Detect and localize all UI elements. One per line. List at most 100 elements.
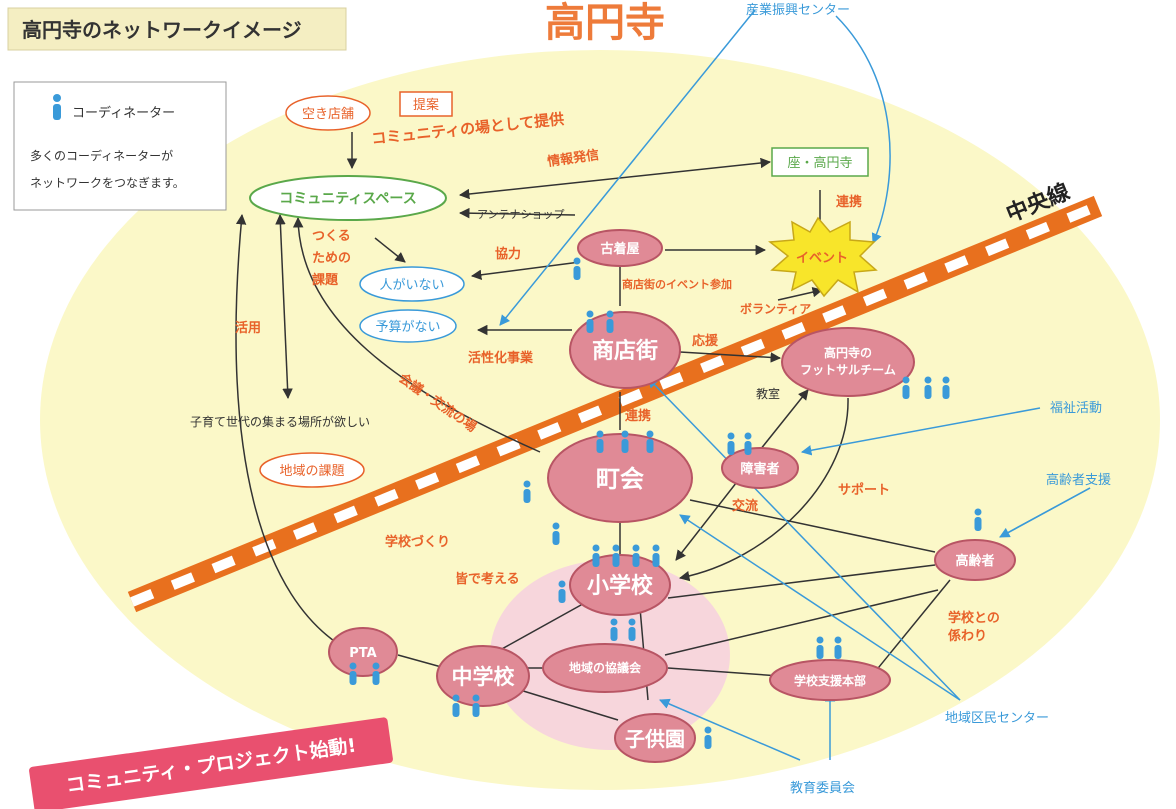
person-icon xyxy=(349,662,357,685)
label-kasseika: 活性化事業 xyxy=(468,350,534,366)
person-icon xyxy=(523,480,531,503)
page-title: 高円寺のネットワークイメージ xyxy=(22,18,302,42)
external-sangyo: 産業振興センター xyxy=(746,2,850,18)
person-icon xyxy=(621,430,629,453)
label-oen: 応援 xyxy=(692,333,719,349)
node-community-space xyxy=(249,175,447,221)
person-icon xyxy=(612,544,620,567)
person-icon xyxy=(606,310,614,333)
person-icon xyxy=(452,694,460,717)
legend-box: コーディネーター 多くのコーディネーターが ネットワークをつなぎます。 xyxy=(13,81,227,211)
coordinator-figures xyxy=(349,257,982,749)
node-kodomoen xyxy=(614,713,696,763)
person-icon xyxy=(704,726,712,749)
person-icon xyxy=(628,618,636,641)
node-shotengai-label: 商店街 xyxy=(592,338,658,364)
person-icon xyxy=(902,376,910,399)
external-kyoiku: 教育委員会 xyxy=(790,780,855,796)
node-community-space-label: コミュニティスペース xyxy=(279,191,416,207)
label-renkei-2: 連携 xyxy=(625,408,651,424)
node-teian-label: 提案 xyxy=(413,97,439,113)
node-hito xyxy=(359,266,465,302)
label-joho: 情報発信 xyxy=(546,147,600,170)
person-icon xyxy=(573,257,581,280)
label-katsuyo: 活用 xyxy=(235,320,261,336)
node-futsal xyxy=(781,327,915,397)
label-gakko-kakawari-2: 係わり xyxy=(948,628,987,644)
person-icon xyxy=(632,544,640,567)
label-tsukuru-1: つくる xyxy=(312,229,351,244)
label-mina: 皆で考える xyxy=(455,571,520,587)
person-icon xyxy=(592,544,600,567)
label-kyoryoku: 協力 xyxy=(495,246,521,262)
node-za xyxy=(771,147,869,177)
person-icon xyxy=(744,432,752,455)
node-furugiya-label: 古着屋 xyxy=(600,241,639,257)
person-icon xyxy=(816,636,824,659)
node-koreisha-label: 高齢者 xyxy=(955,553,994,569)
node-kodomoen-label: 子供園 xyxy=(625,727,685,751)
legend-desc-2: ネットワークをつなぎます。 xyxy=(30,176,185,190)
node-chugakko-label: 中学校 xyxy=(452,665,516,689)
label-koryu: 交流 xyxy=(732,498,758,514)
person-icon xyxy=(372,662,380,685)
node-furugiya xyxy=(577,229,663,267)
person-icon xyxy=(942,376,950,399)
node-shien xyxy=(769,659,891,701)
external-koreisha-shien: 高齢者支援 xyxy=(1046,472,1111,488)
person-icon xyxy=(974,508,982,531)
node-shogakko-label: 小学校 xyxy=(587,573,654,599)
node-shogakko xyxy=(569,554,671,616)
external-chiiki-kumin: 地域区民センター xyxy=(945,711,1049,726)
node-pta xyxy=(328,627,398,677)
person-icon xyxy=(552,522,560,545)
node-pta-label: PTA xyxy=(349,646,376,661)
node-shogaisha-label: 障害者 xyxy=(740,461,779,477)
chuo-line xyxy=(127,195,1103,613)
person-icon xyxy=(646,430,654,453)
node-chiiki-kadai xyxy=(259,452,365,488)
node-kyogikai xyxy=(542,643,668,693)
node-hito-label: 人がいない xyxy=(379,278,444,293)
node-akitenpo xyxy=(285,95,371,131)
legend-coordinator: コーディネーター xyxy=(72,105,175,121)
label-gakko-zukuri: 学校づくり xyxy=(385,534,450,550)
person-icon xyxy=(727,432,735,455)
node-koreisha xyxy=(934,539,1016,581)
node-shotengai xyxy=(569,311,681,389)
external-fukushi: 福祉活動 xyxy=(1050,401,1102,416)
node-event-label: イベント xyxy=(796,251,848,266)
person-icon xyxy=(586,310,594,333)
node-event xyxy=(768,216,878,298)
label-tsukuru-3: 課題 xyxy=(312,272,339,288)
label-shotengai-event: 商店街のイベント参加 xyxy=(622,277,732,291)
node-za-label: 座・高円寺 xyxy=(787,155,852,171)
node-yosan xyxy=(359,309,457,343)
node-futsal-label-1: 高円寺の xyxy=(824,345,872,360)
person-icon xyxy=(53,94,61,120)
person-icon xyxy=(596,430,604,453)
node-chokai-label: 町会 xyxy=(596,465,644,493)
person-icon xyxy=(610,618,618,641)
node-chugakko xyxy=(436,645,530,707)
label-kyoshitsu: 教室 xyxy=(756,386,780,401)
person-icon xyxy=(924,376,932,399)
person-icon xyxy=(472,694,480,717)
person-icon xyxy=(834,636,842,659)
label-volunteer: ボランティア xyxy=(740,301,811,316)
person-icon xyxy=(652,544,660,567)
project-banner: コミュニティ・プロジェクト始動! xyxy=(29,717,393,809)
person-icon xyxy=(558,580,566,603)
label-kosodate: 子育て世代の集まる場所が欲しい xyxy=(190,414,370,429)
node-futsal-label-2: フットサルチーム xyxy=(800,363,896,377)
node-teian xyxy=(399,91,453,117)
node-chiiki-kadai-label: 地域の課題 xyxy=(279,463,344,479)
label-gakko-kakawari-1: 学校との xyxy=(948,610,1000,626)
node-shogaisha xyxy=(721,447,799,489)
node-shien-label: 学校支援本部 xyxy=(794,673,866,688)
label-tsukuru-2: ための xyxy=(312,251,351,266)
label-antenna: アンテナショップ xyxy=(477,208,565,221)
title-panel: 高円寺のネットワークイメージ xyxy=(7,7,347,51)
legend-desc-1: 多くのコーディネーターが xyxy=(30,148,173,163)
